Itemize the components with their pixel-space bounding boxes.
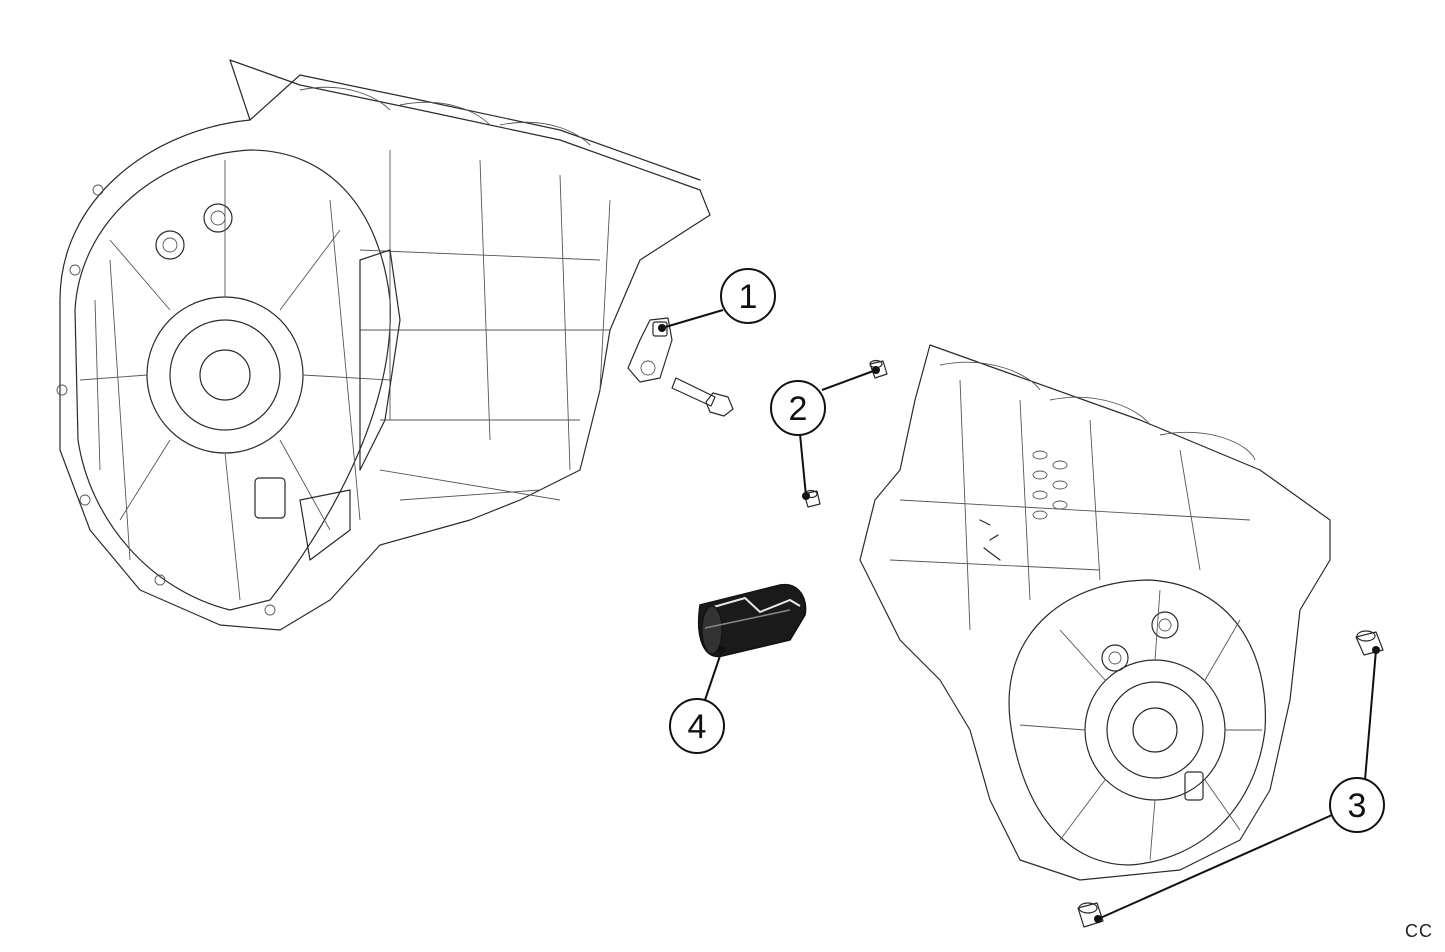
callout-3: 3 (1329, 777, 1385, 833)
leader-line-3a (1364, 646, 1380, 781)
leader-line-4 (704, 646, 726, 701)
engine-block-left (56, 59, 711, 631)
callout-3-number: 3 (1348, 787, 1367, 825)
hollow-sleeve-part (698, 584, 807, 658)
callout-1-number: 1 (739, 278, 758, 316)
leader-line-2a (821, 366, 880, 391)
callout-2-number: 2 (789, 390, 808, 428)
callout-4-number: 4 (688, 708, 707, 746)
leader-line-1 (658, 309, 724, 332)
sensor-bracket-part (627, 317, 673, 383)
bolt-part (671, 377, 734, 417)
dowel-pin-right (1355, 630, 1384, 656)
leader-line-2b (799, 433, 810, 500)
callout-1: 1 (720, 268, 776, 324)
callout-4: 4 (669, 698, 725, 754)
engine-block-right (859, 344, 1331, 881)
corner-code-label: CC (1405, 921, 1433, 941)
dowel-pin-bottom (1077, 902, 1104, 928)
callout-2: 2 (770, 380, 826, 436)
leader-line-3b (1094, 814, 1333, 923)
